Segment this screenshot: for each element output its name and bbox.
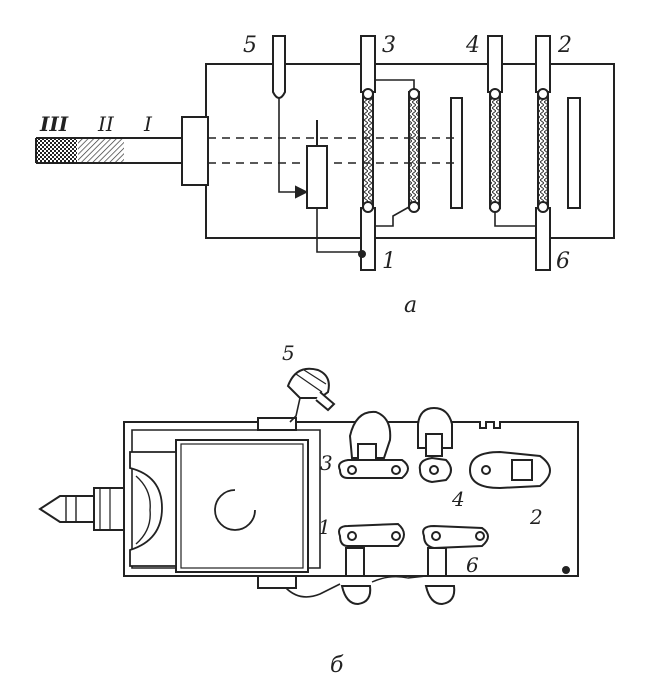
terminal-2-pin	[535, 35, 551, 93]
cam-window-1	[450, 97, 463, 209]
contact-bar-2-6	[537, 91, 549, 209]
contact-6	[422, 524, 489, 550]
terminal-6-pin	[535, 207, 551, 271]
terminal-3-pin	[360, 35, 376, 93]
label-terminal-1: 1	[382, 249, 396, 274]
label-b-terminal-5: 5	[282, 341, 295, 365]
label-terminal-4: 4	[465, 33, 480, 58]
contact-bar-floating	[408, 91, 420, 209]
terminal-1-pin	[360, 207, 376, 271]
contact-bar-4	[489, 91, 501, 209]
label-b-terminal-2: 2	[529, 505, 543, 529]
shaft-zone-ii	[78, 139, 124, 162]
caption-a: а	[404, 293, 417, 318]
caption-b: б	[330, 653, 344, 678]
contact-bar-3-1	[362, 91, 374, 209]
housing	[175, 439, 309, 573]
label-b-terminal-3: 3	[320, 451, 333, 475]
label-terminal-2: 2	[557, 33, 572, 58]
terminal-5-pin	[272, 35, 286, 99]
shaft-nut	[93, 487, 125, 531]
rotor-disc	[214, 489, 256, 531]
shaft-zone-iii	[37, 139, 77, 162]
figure-b-labels: 5 3 4 2 1 6 б	[282, 341, 543, 678]
figure-b-construction	[38, 367, 579, 606]
label-terminal-6: 6	[556, 249, 570, 274]
contact-1	[338, 522, 405, 547]
label-position-iii: III	[39, 112, 69, 136]
label-b-terminal-4: 4	[451, 487, 465, 511]
cam-window-2	[567, 97, 581, 209]
label-terminal-5: 5	[243, 33, 257, 58]
figure-a-schematic	[35, 35, 615, 271]
terminal-4-pin	[487, 35, 503, 93]
slider-element	[306, 145, 328, 209]
label-b-terminal-1: 1	[318, 515, 331, 539]
bracket	[129, 451, 177, 567]
label-position-ii: II	[97, 112, 115, 136]
bushing	[181, 116, 209, 186]
figure-a-labels: 5 3 4 2 1 6 III II I а	[39, 33, 572, 318]
label-terminal-3: 3	[382, 33, 396, 58]
label-position-i: I	[143, 112, 153, 136]
label-b-terminal-6: 6	[466, 553, 479, 577]
